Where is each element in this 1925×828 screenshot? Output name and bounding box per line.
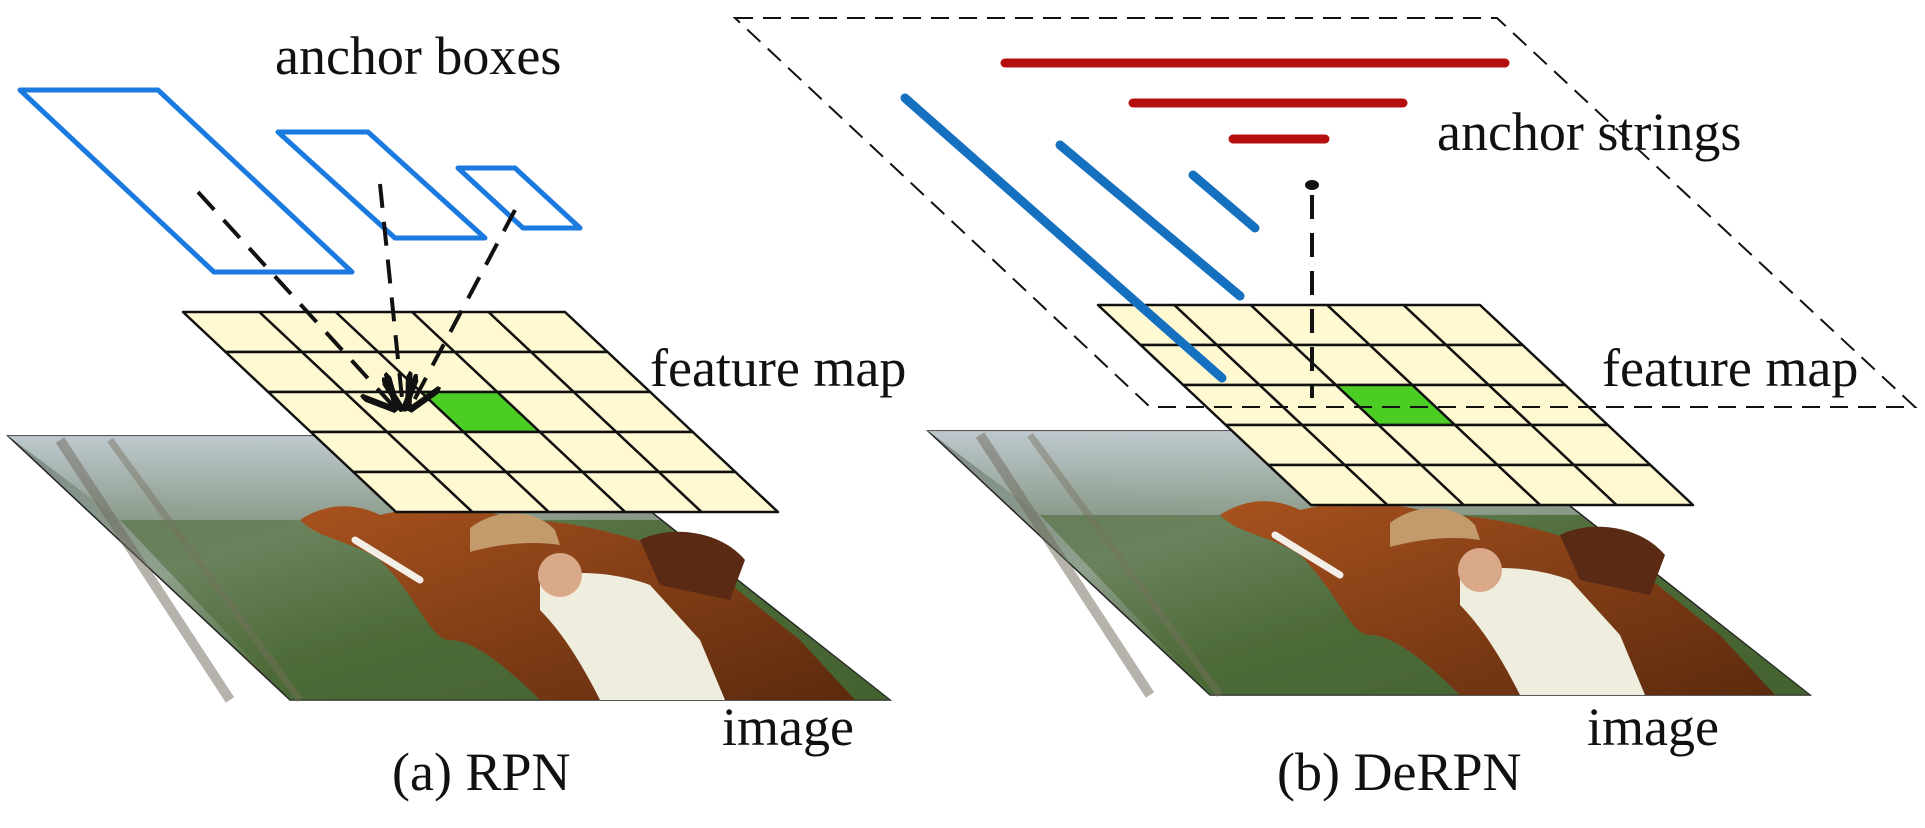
- label-anchor-boxes: anchor boxes: [275, 26, 561, 86]
- vertical-anchor-strings: [900, 93, 1260, 383]
- caption-derpn: (b) DeRPN: [1277, 742, 1521, 802]
- label-feature-map: feature map: [650, 338, 906, 398]
- caption-rpn: (a) RPN: [392, 742, 570, 802]
- rider-shirt: [540, 573, 725, 700]
- arrow-from-large-box: [196, 190, 395, 408]
- panel-a-rpn: anchor boxes feature map image (a) RPN: [6, 26, 906, 802]
- anchor-box-small: [455, 165, 583, 231]
- tree-trunk: [107, 437, 303, 703]
- anchor-string-vertical-large: [900, 93, 1227, 383]
- feature-map-grid: [1096, 303, 1695, 507]
- anchor-box-large: [17, 87, 355, 275]
- anchor-boxes: [17, 87, 583, 275]
- horse-blaze: [351, 536, 424, 584]
- label-image: image: [722, 697, 854, 757]
- label-feature-map: feature map: [1602, 338, 1858, 398]
- anchor-string-vertical-small: [1188, 170, 1260, 233]
- rider-head: [538, 553, 582, 597]
- label-image: image: [1587, 697, 1719, 757]
- anchor-string-plane: [732, 17, 1918, 408]
- rider-hat: [470, 513, 560, 552]
- tree-trunk: [55, 437, 235, 703]
- anchor-string-vertical-medium: [1055, 140, 1245, 301]
- panel-b-derpn: anchor strings feature map image (b) DeR…: [732, 17, 1918, 802]
- feature-map-cell: [1572, 463, 1695, 507]
- image-layer: [6, 435, 893, 703]
- feature-map-cell: [657, 470, 780, 514]
- anchor-box-medium: [275, 129, 488, 241]
- projection-arrows: [196, 183, 517, 408]
- anchor-point: [1305, 180, 1319, 190]
- horizontal-anchor-strings: [1000, 58, 1510, 144]
- label-anchor-strings: anchor strings: [1437, 102, 1741, 162]
- saddle: [640, 531, 745, 600]
